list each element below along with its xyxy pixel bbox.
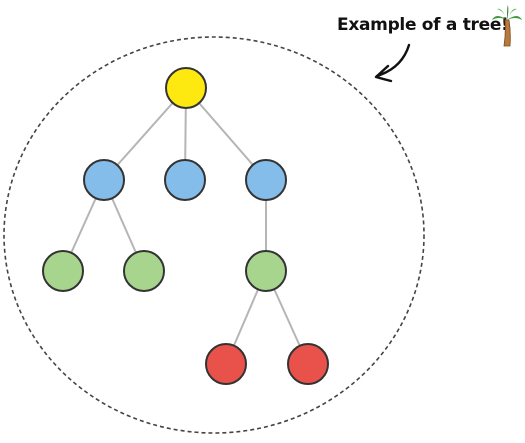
caption-text: Example of a tree! [337,15,509,35]
tree-node-level-3 [205,343,247,385]
tree-node-level-1 [164,159,206,201]
tree-node-level-1 [83,159,125,201]
tree-nodes [42,67,329,385]
tree-node-root [165,67,207,109]
tree-node-level-2 [42,250,84,292]
tree-node-level-2 [123,250,165,292]
curved-arrow-icon [374,43,411,83]
tree-boundary-circle [3,36,425,434]
tree-node-level-1 [245,159,287,201]
tree-node-level-2 [245,250,287,292]
palm-tree-icon [492,5,522,47]
tree-node-level-3 [287,343,329,385]
tree-edges [62,87,309,365]
